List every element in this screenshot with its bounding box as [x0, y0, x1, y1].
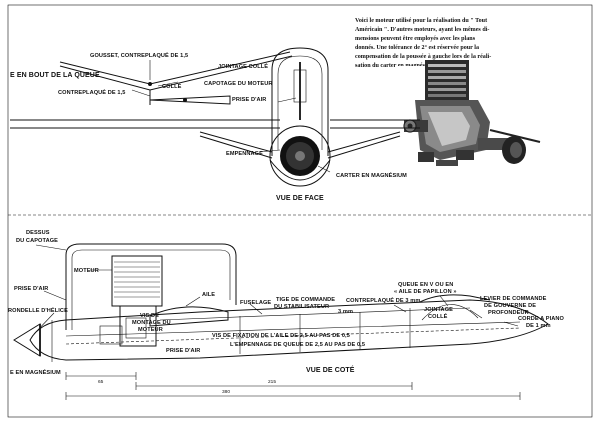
v-tail-side [419, 294, 491, 303]
label-levier: LEVIER DE COMMANDE [480, 296, 547, 302]
side-view-title: VUE DE COTÉ [306, 365, 355, 374]
label-magnesium: E EN MAGNÉSIUM [10, 368, 61, 376]
label-contreplaque: CONTREPLAQUÉ DE 1,5 [58, 88, 125, 96]
label-vis-montage: MONTAGE DU [132, 320, 171, 326]
fuselage-side [29, 299, 549, 361]
label-tige-mm: 3 mm [338, 309, 353, 315]
label-tige: TIGE DE COMMANDE [276, 297, 335, 303]
label-prise-air-bottom: PRISE D'AIR [166, 348, 200, 354]
label-corde: CORDE A PIANO [518, 316, 564, 322]
label-moteur: MOTEUR [74, 268, 99, 274]
wing-dihedral-left [199, 131, 273, 153]
label-jointage-side: COLLÉ [428, 312, 448, 320]
label-prise-air-front: PRISE D'AIR [232, 97, 266, 103]
dimension-65: 65 [98, 379, 104, 385]
label-tige: DU STABILISATEUR [274, 304, 329, 310]
cowling-outline [65, 243, 237, 330]
label-vis-fixation: VIS DE FIXATION DE L'AILE DE 2,5 AU PAS … [212, 333, 350, 339]
label-jointage-side: JOINTAGE [424, 307, 453, 313]
intro-line: mensions peuvent être employés avec les … [355, 36, 476, 42]
label-levier: PROFONDEUR [488, 310, 529, 316]
label-levier: DE GOUVERNE DE [484, 303, 536, 309]
label-corde: DE 1 mm [526, 323, 551, 329]
label-empennage-vis: L'EMPENNAGE DE QUEUE DE 2,5 AU PAS DE 0,… [230, 342, 365, 348]
crankcase-circle [269, 125, 331, 187]
tail-strut [149, 95, 231, 105]
label-capotage-moteur: CAPOTAGE DU MOTEUR [204, 81, 273, 87]
label-queue-v: « AILE DE PAPILLON » [394, 289, 457, 295]
wing-airfoil [149, 306, 229, 327]
label-contreplaque-3: CONTREPLAQUÉ DE 3 mm [346, 296, 420, 304]
label-jointage-colle: JOINTAGE COLLÉ [218, 62, 268, 70]
side-engine [99, 255, 163, 347]
label-bout-queue: E EN BOUT DE LA QUEUE [10, 72, 100, 79]
intro-line: compensation de la poussée à gauche lors… [355, 54, 491, 60]
label-vis-montage: MOTEUR [138, 327, 163, 333]
label-empennage: EMPENNAGE [226, 151, 263, 157]
sheet-frame [7, 4, 593, 418]
label-carter: CARTER EN MAGNÉSIUM [336, 171, 407, 179]
intro-line: Américain ". D'autres moteurs, ayant les… [355, 27, 489, 33]
intro-paragraph: Voici le moteur utilisé pour la réalisat… [355, 18, 491, 69]
label-rondelle: RONDELLE D'HÉLICE [8, 306, 68, 314]
fuselage-outline [271, 47, 329, 156]
front-view-title: VUE DE FACE [276, 195, 324, 202]
intro-line: donnés. Une tolérance de 2° est réservée… [355, 44, 479, 51]
label-fuselage: FUSELAGE [240, 300, 271, 306]
spinner [13, 323, 41, 357]
engine-photo [395, 60, 545, 178]
label-queue-v: QUEUE EN V OU EN [398, 282, 453, 288]
side-view-drawing: 65 380 215 DESSUS DU CAPOTAGE MOTEUR PRI… [8, 230, 564, 400]
label-dessus: DESSUS [26, 230, 50, 236]
label-gousset: GOUSSET, CONTREPLAQUÉ DE 1,5 [90, 51, 188, 59]
wing-dihedral-right [327, 131, 401, 153]
dimension-380: 380 [222, 389, 230, 395]
dimension-215: 215 [268, 379, 276, 385]
label-du-capotage: DU CAPOTAGE [16, 238, 58, 244]
dimension-lines [65, 372, 521, 400]
label-prise-air-left: PRISE D'AIR [14, 286, 48, 292]
intro-line: Voici le moteur utilisé pour la réalisat… [355, 18, 487, 24]
label-vis-montage: VIS DE [140, 313, 159, 319]
front-view-drawing: GOUSSET, CONTREPLAQUÉ DE 1,5 E EN BOUT D… [10, 47, 420, 202]
label-aile: AILE [202, 292, 215, 298]
engine-crankshaft [478, 138, 510, 150]
label-colle: COLLÉ [162, 82, 182, 90]
engine-cylinder [425, 60, 469, 100]
control-rod [159, 307, 471, 321]
